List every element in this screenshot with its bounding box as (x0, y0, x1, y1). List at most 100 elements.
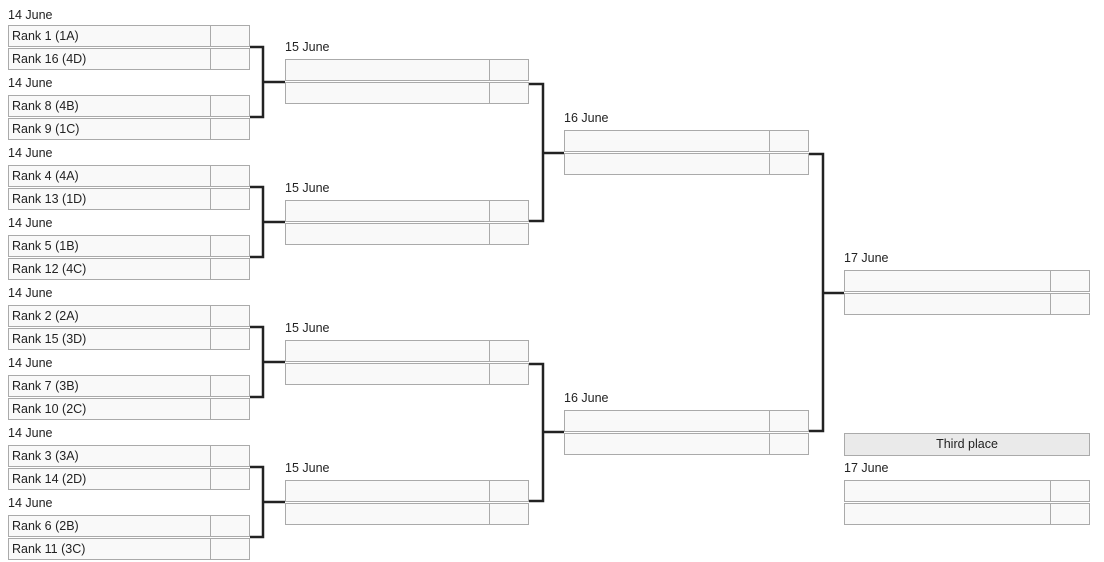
connector-r16-7-8 (250, 465, 265, 539)
team-score (490, 60, 528, 80)
team-name: Rank 3 (3A) (9, 446, 211, 466)
team-score (770, 154, 808, 174)
quarterfinal-match-3 (285, 340, 529, 385)
team-name (565, 434, 770, 454)
team-name (286, 364, 490, 384)
team-name: Rank 7 (3B) (9, 376, 211, 396)
round-of-16-match-5: Rank 2 (2A) Rank 15 (3D) (8, 305, 250, 350)
team-row: Rank 11 (3C) (8, 538, 250, 560)
team-score (211, 399, 249, 419)
match-date: 14 June (8, 286, 53, 300)
match-date: 14 June (8, 496, 53, 510)
team-score (770, 434, 808, 454)
match-date: 15 June (285, 40, 330, 54)
team-score (490, 364, 528, 384)
team-row (564, 410, 809, 432)
round-of-16-match-6: Rank 7 (3B) Rank 10 (2C) (8, 375, 250, 420)
connector-sf-1-2 (809, 152, 825, 433)
team-score (211, 26, 249, 46)
team-score (490, 504, 528, 524)
team-score (1051, 504, 1089, 524)
round-of-16-match-7: Rank 3 (3A) Rank 14 (2D) (8, 445, 250, 490)
team-score (211, 376, 249, 396)
team-name: Rank 15 (3D) (9, 329, 211, 349)
team-name (286, 504, 490, 524)
team-name: Rank 12 (4C) (9, 259, 211, 279)
team-name: Rank 13 (1D) (9, 189, 211, 209)
match-date: 17 June (844, 461, 889, 475)
team-score (770, 131, 808, 151)
team-row: Rank 14 (2D) (8, 468, 250, 490)
team-name (286, 83, 490, 103)
team-row (285, 363, 529, 385)
team-score (1051, 271, 1089, 291)
team-name (286, 201, 490, 221)
team-row: Rank 10 (2C) (8, 398, 250, 420)
team-row: Rank 13 (1D) (8, 188, 250, 210)
round-of-16-match-2: Rank 8 (4B) Rank 9 (1C) (8, 95, 250, 140)
team-name (845, 271, 1051, 291)
match-date: 14 June (8, 76, 53, 90)
team-score (490, 341, 528, 361)
team-score (211, 469, 249, 489)
match-date: 14 June (8, 8, 53, 22)
team-row: Rank 7 (3B) (8, 375, 250, 397)
team-score (211, 329, 249, 349)
team-row (285, 200, 529, 222)
team-name: Rank 14 (2D) (9, 469, 211, 489)
team-name: Rank 2 (2A) (9, 306, 211, 326)
team-score (211, 259, 249, 279)
team-row: Rank 3 (3A) (8, 445, 250, 467)
team-row: Rank 2 (2A) (8, 305, 250, 327)
team-score (211, 119, 249, 139)
round-of-16-match-3: Rank 4 (4A) Rank 13 (1D) (8, 165, 250, 210)
team-name: Rank 4 (4A) (9, 166, 211, 186)
match-date: 15 June (285, 181, 330, 195)
team-name (845, 481, 1051, 501)
match-date: 15 June (285, 461, 330, 475)
match-date: 14 June (8, 426, 53, 440)
team-row: Rank 6 (2B) (8, 515, 250, 537)
match-date: 14 June (8, 356, 53, 370)
semifinal-match-2 (564, 410, 809, 455)
team-name: Rank 6 (2B) (9, 516, 211, 536)
team-score (211, 446, 249, 466)
team-name: Rank 9 (1C) (9, 119, 211, 139)
team-row (285, 340, 529, 362)
connector-qf-1-2 (529, 82, 545, 223)
match-date: 14 June (8, 216, 53, 230)
connector-qf-3-4 (529, 362, 545, 503)
team-name (845, 294, 1051, 314)
team-row: Rank 8 (4B) (8, 95, 250, 117)
team-row (844, 503, 1090, 525)
team-score (211, 189, 249, 209)
team-score (211, 306, 249, 326)
team-row (844, 480, 1090, 502)
third-place-header: Third place (844, 433, 1090, 456)
team-name: Rank 5 (1B) (9, 236, 211, 256)
team-score (211, 539, 249, 559)
team-row: Rank 1 (1A) (8, 25, 250, 47)
third-place-match (844, 480, 1090, 525)
round-of-16-match-8: Rank 6 (2B) Rank 11 (3C) (8, 515, 250, 560)
team-name: Rank 11 (3C) (9, 539, 211, 559)
team-row (285, 480, 529, 502)
team-score (490, 201, 528, 221)
team-name (286, 481, 490, 501)
team-name: Rank 10 (2C) (9, 399, 211, 419)
team-score (490, 83, 528, 103)
round-of-16-match-1: Rank 1 (1A) Rank 16 (4D) (8, 25, 250, 70)
match-date: 17 June (844, 251, 889, 265)
team-row (564, 153, 809, 175)
team-row (564, 130, 809, 152)
team-row (564, 433, 809, 455)
connector-r16-3-4 (250, 185, 265, 259)
team-row (844, 270, 1090, 292)
team-row: Rank 12 (4C) (8, 258, 250, 280)
team-name: Rank 16 (4D) (9, 49, 211, 69)
team-name (286, 341, 490, 361)
team-score (211, 49, 249, 69)
team-score (211, 96, 249, 116)
match-date: 16 June (564, 111, 609, 125)
